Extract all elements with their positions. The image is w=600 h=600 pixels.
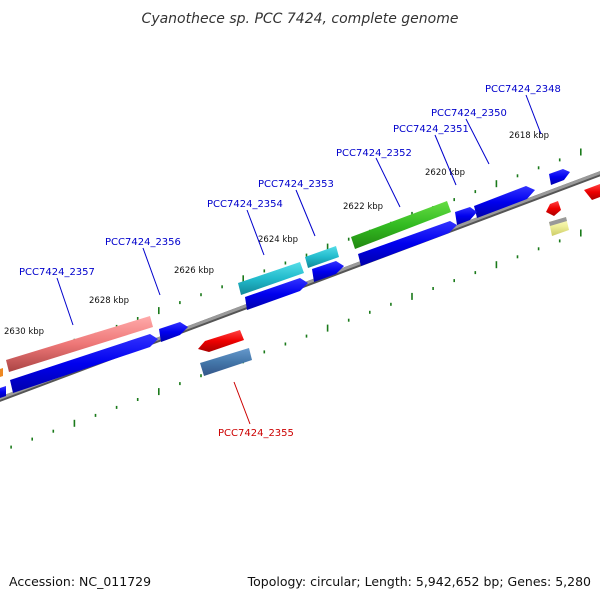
leader-line [465, 118, 490, 165]
gene-label-2353[interactable]: PCC7424_2353 [258, 179, 334, 190]
gene-feature [351, 201, 451, 249]
tick-label-2620: 2620 kbp [425, 168, 465, 178]
leader-line [233, 381, 251, 425]
gene-feature [198, 330, 244, 352]
tick-label-2626: 2626 kbp [174, 266, 214, 276]
gene-feature [312, 261, 344, 282]
gene-labels: PCC7424_2348 PCC7424_2350 PCC7424_2351 P… [19, 84, 561, 439]
gene-label-2357[interactable]: PCC7424_2357 [19, 267, 95, 278]
gene-label-2350[interactable]: PCC7424_2350 [431, 108, 507, 119]
gene-feature [474, 186, 535, 218]
gene-label-2352[interactable]: PCC7424_2352 [336, 148, 412, 159]
gene-label-2355[interactable]: PCC7424_2355 [218, 428, 294, 439]
gene-feature [0, 368, 3, 377]
gene-feature [6, 316, 153, 372]
leader-line [525, 94, 542, 135]
forward-cds-track [0, 169, 570, 398]
rna-track [0, 201, 451, 377]
leader-line [295, 189, 316, 237]
accession-text: Accession: NC_011729 [9, 574, 151, 589]
gene-label-2354[interactable]: PCC7424_2354 [207, 199, 283, 210]
gene-feature [159, 322, 188, 342]
gene-feature [455, 207, 477, 225]
gene-label-2356[interactable]: PCC7424_2356 [105, 237, 181, 248]
gene-feature [0, 386, 6, 398]
gene-feature [549, 217, 567, 226]
leader-line [434, 134, 457, 186]
tick-label-2618: 2618 kbp [509, 131, 549, 141]
gene-feature [200, 348, 252, 376]
genome-summary-text: Topology: circular; Length: 5,942,652 bp… [247, 574, 591, 589]
leader-line [246, 209, 265, 256]
leader-line [142, 247, 161, 296]
tick-label-2628: 2628 kbp [89, 296, 129, 306]
gene-feature [305, 246, 339, 268]
tick-label-2624: 2624 kbp [258, 235, 298, 245]
reverse-cds-track [198, 184, 600, 376]
gene-feature [549, 169, 570, 185]
gene-feature [584, 184, 600, 200]
tick-label-2622: 2622 kbp [343, 202, 383, 212]
gene-feature [238, 262, 304, 295]
gene-label-2348[interactable]: PCC7424_2348 [485, 84, 561, 95]
tick-label-2630: 2630 kbp [4, 327, 44, 337]
gene-label-2351[interactable]: PCC7424_2351 [393, 124, 469, 135]
gene-feature [358, 221, 457, 266]
leader-line [375, 157, 401, 208]
gene-feature [245, 278, 308, 310]
map-title: Cyanothece sp. PCC 7424, complete genome [142, 11, 459, 27]
leader-line [56, 277, 74, 326]
gene-feature [10, 334, 158, 393]
gene-feature [546, 201, 561, 216]
